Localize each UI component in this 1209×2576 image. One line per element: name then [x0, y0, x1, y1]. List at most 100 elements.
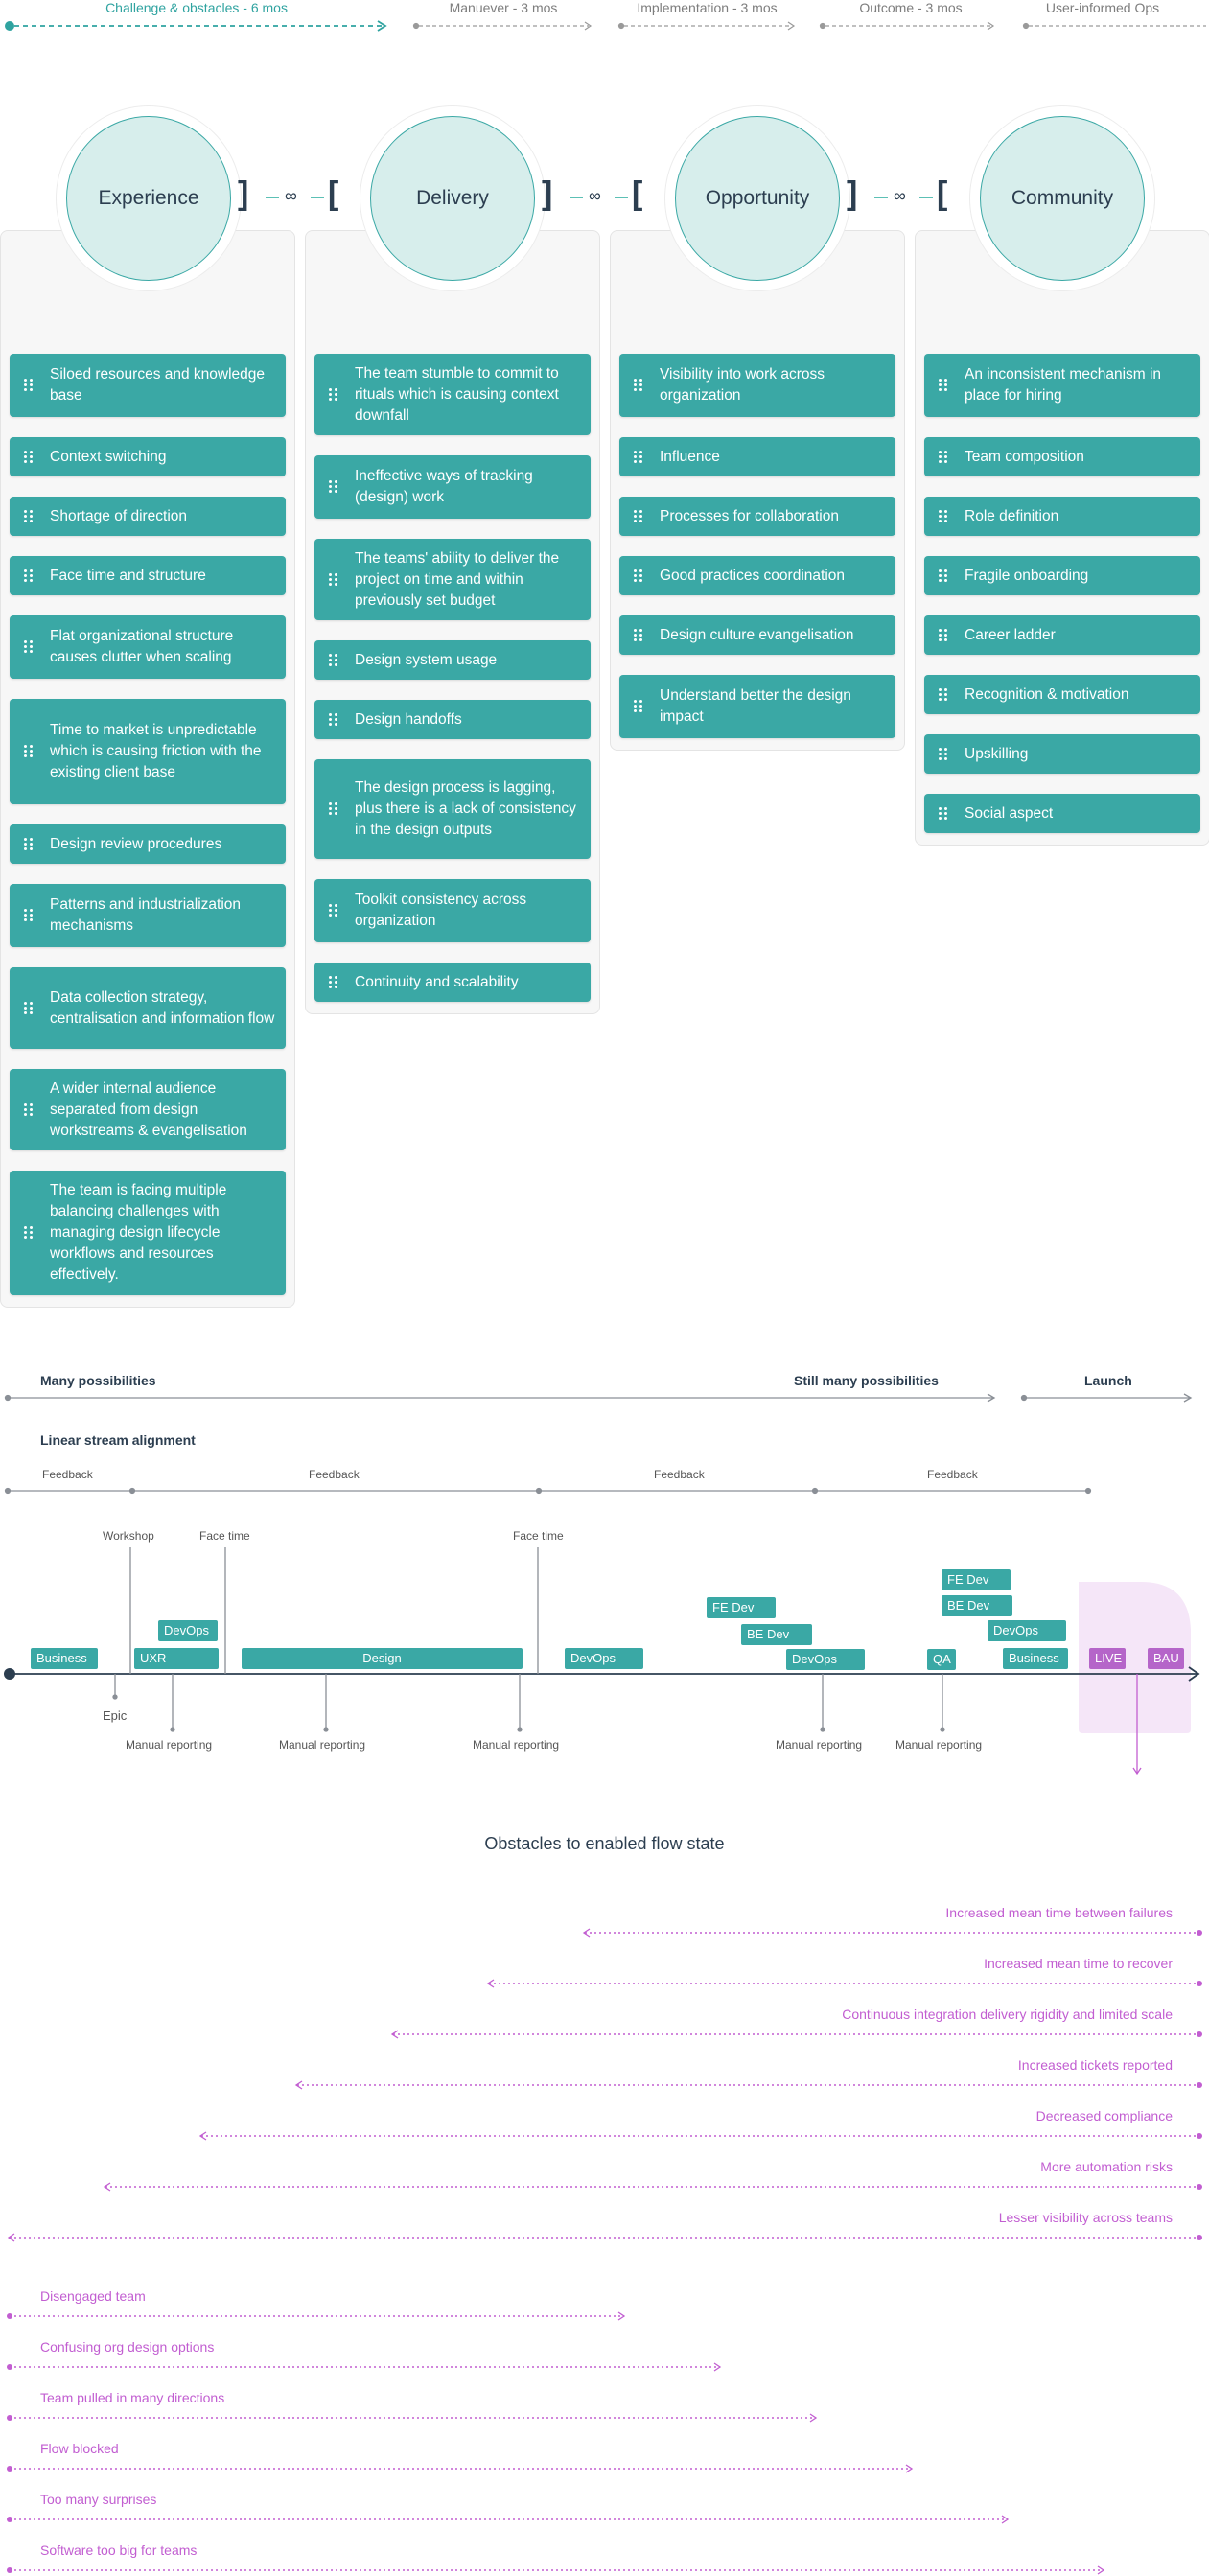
card-community-5[interactable]: Career ladder — [924, 615, 1200, 655]
card-experience-8[interactable]: Patterns and industrialization mechanism… — [10, 884, 286, 947]
drag-handle-icon[interactable] — [329, 802, 338, 816]
card-experience-5[interactable]: Flat organizational structure causes clu… — [10, 615, 286, 679]
drag-handle-icon[interactable] — [329, 653, 338, 667]
card-community-1[interactable]: An inconsistent mechanism in place for h… — [924, 354, 1200, 417]
card-opportunity-3[interactable]: Processes for collaboration — [619, 497, 895, 536]
card-delivery-6[interactable]: The design process is lagging, plus ther… — [314, 759, 591, 859]
drag-handle-icon[interactable] — [939, 569, 948, 583]
drag-handle-icon[interactable] — [24, 909, 34, 922]
tag-fe-dev-1[interactable]: FE Dev — [707, 1597, 776, 1618]
tag-devops-4[interactable]: DevOps — [988, 1620, 1066, 1641]
card-delivery-4[interactable]: Design system usage — [314, 640, 591, 680]
tag-business-2[interactable]: Business — [1003, 1648, 1068, 1669]
drag-handle-icon[interactable] — [24, 837, 34, 851]
card-delivery-7[interactable]: Toolkit consistency across organization — [314, 879, 591, 942]
tag-fe-dev-2[interactable]: FE Dev — [942, 1569, 1011, 1590]
card-label: Continuity and scalability — [355, 973, 519, 990]
drag-handle-icon[interactable] — [634, 569, 643, 583]
card-experience-1[interactable]: Siloed resources and knowledge base — [10, 354, 286, 417]
card-experience-6[interactable]: Time to market is unpredictable which is… — [10, 699, 286, 804]
tag-be-dev-1[interactable]: BE Dev — [741, 1624, 812, 1645]
tag-qa[interactable]: QA — [927, 1649, 956, 1670]
drag-handle-icon[interactable] — [24, 569, 34, 583]
card-experience-3[interactable]: Shortage of direction — [10, 497, 286, 536]
manual-reporting-4: Manual reporting — [776, 1738, 863, 1752]
card-label: Influence — [660, 448, 720, 465]
tag-business[interactable]: Business — [31, 1648, 98, 1669]
drag-handle-icon[interactable] — [329, 712, 338, 727]
phase-manuever[interactable]: Manuever - 3 mos — [449, 0, 558, 15]
tag-bau[interactable]: BAU — [1148, 1648, 1184, 1669]
drag-handle-icon[interactable] — [329, 904, 338, 917]
phase-user-informed-ops[interactable]: User-informed Ops — [1045, 0, 1160, 15]
tag-devops-1[interactable]: DevOps — [158, 1620, 218, 1641]
drag-handle-icon[interactable] — [939, 379, 948, 392]
phase-challenge[interactable]: Challenge & obstacles - 6 mos — [105, 0, 288, 15]
drag-handle-icon[interactable] — [24, 509, 34, 523]
category-experience[interactable]: Experience — [66, 116, 231, 281]
phase-outcome[interactable]: Outcome - 3 mos — [859, 0, 963, 15]
card-opportunity-4[interactable]: Good practices coordination — [619, 556, 895, 595]
drag-handle-icon[interactable] — [634, 379, 643, 392]
card-delivery-5[interactable]: Design handoffs — [314, 700, 591, 739]
card-experience-10[interactable]: A wider internal audience separated from… — [10, 1069, 286, 1150]
card-delivery-8[interactable]: Continuity and scalability — [314, 963, 591, 1002]
drag-handle-icon[interactable] — [634, 509, 643, 523]
drag-handle-icon[interactable] — [329, 975, 338, 989]
tag-devops-3[interactable]: DevOps — [786, 1649, 865, 1670]
drag-handle-icon[interactable] — [24, 1102, 34, 1117]
card-community-3[interactable]: Role definition — [924, 497, 1200, 536]
tag-devops-2[interactable]: DevOps — [565, 1648, 643, 1669]
drag-handle-icon[interactable] — [329, 480, 338, 494]
drag-handle-icon[interactable] — [939, 806, 948, 821]
card-community-7[interactable]: Upskilling — [924, 734, 1200, 774]
card-opportunity-2[interactable]: Influence — [619, 437, 895, 476]
card-community-6[interactable]: Recognition & motivation — [924, 675, 1200, 714]
drag-handle-icon[interactable] — [939, 450, 948, 464]
drag-handle-icon[interactable] — [24, 640, 34, 654]
card-experience-4[interactable]: Face time and structure — [10, 556, 286, 595]
tag-live[interactable]: LIVE — [1089, 1648, 1126, 1669]
card-opportunity-6[interactable]: Understand better the design impact — [619, 675, 895, 738]
drag-handle-icon[interactable] — [24, 450, 34, 464]
drag-handle-icon[interactable] — [329, 387, 338, 402]
category-opportunity[interactable]: Opportunity — [675, 116, 840, 281]
drag-handle-icon[interactable] — [634, 700, 643, 713]
card-delivery-3[interactable]: The teams' ability to deliver the projec… — [314, 539, 591, 620]
feedback-label-1: Feedback — [42, 1468, 93, 1481]
drag-handle-icon[interactable] — [939, 687, 948, 702]
tag-be-dev-2[interactable]: BE Dev — [942, 1595, 1012, 1616]
drag-handle-icon[interactable] — [24, 1226, 34, 1240]
card-community-2[interactable]: Team composition — [924, 437, 1200, 476]
category-community[interactable]: Community — [980, 116, 1145, 281]
drag-handle-icon[interactable] — [634, 450, 643, 464]
card-delivery-2[interactable]: Ineffective ways of tracking (design) wo… — [314, 455, 591, 519]
drag-handle-icon[interactable] — [329, 572, 338, 587]
category-delivery[interactable]: Delivery — [370, 116, 535, 281]
obstacles-title: Obstacles to enabled flow state — [484, 1834, 725, 1853]
drag-handle-icon[interactable] — [24, 745, 34, 758]
card-experience-2[interactable]: Context switching — [10, 437, 286, 476]
card-label: Team composition — [965, 448, 1084, 465]
tag-uxr[interactable]: UXR — [134, 1648, 219, 1669]
card-experience-11[interactable]: The team is facing multiple balancing ch… — [10, 1171, 286, 1295]
card-label: Career ladder — [965, 626, 1056, 643]
drag-handle-icon[interactable] — [939, 509, 948, 523]
drag-handle-icon[interactable] — [24, 379, 34, 392]
card-opportunity-5[interactable]: Design culture evangelisation — [619, 615, 895, 655]
card-community-4[interactable]: Fragile onboarding — [924, 556, 1200, 595]
drag-handle-icon[interactable] — [939, 747, 948, 761]
card-opportunity-1[interactable]: Visibility into work across organization — [619, 354, 895, 417]
card-experience-9[interactable]: Data collection strategy, centralisation… — [10, 967, 286, 1049]
drag-handle-icon[interactable] — [939, 628, 948, 642]
tag-design[interactable]: Design — [242, 1648, 523, 1669]
card-experience-7[interactable]: Design review procedures — [10, 824, 286, 864]
card-delivery-1[interactable]: The team stumble to commit to rituals wh… — [314, 354, 591, 435]
drag-handle-icon[interactable] — [634, 628, 643, 642]
phase-implementation[interactable]: Implementation - 3 mos — [637, 0, 778, 15]
connector-dash — [570, 197, 583, 198]
link-icon: ∞ — [894, 186, 906, 205]
obstacle-right-label: Lesser visibility across teams — [998, 2210, 1173, 2225]
card-community-8[interactable]: Social aspect — [924, 794, 1200, 833]
drag-handle-icon[interactable] — [24, 1001, 34, 1015]
